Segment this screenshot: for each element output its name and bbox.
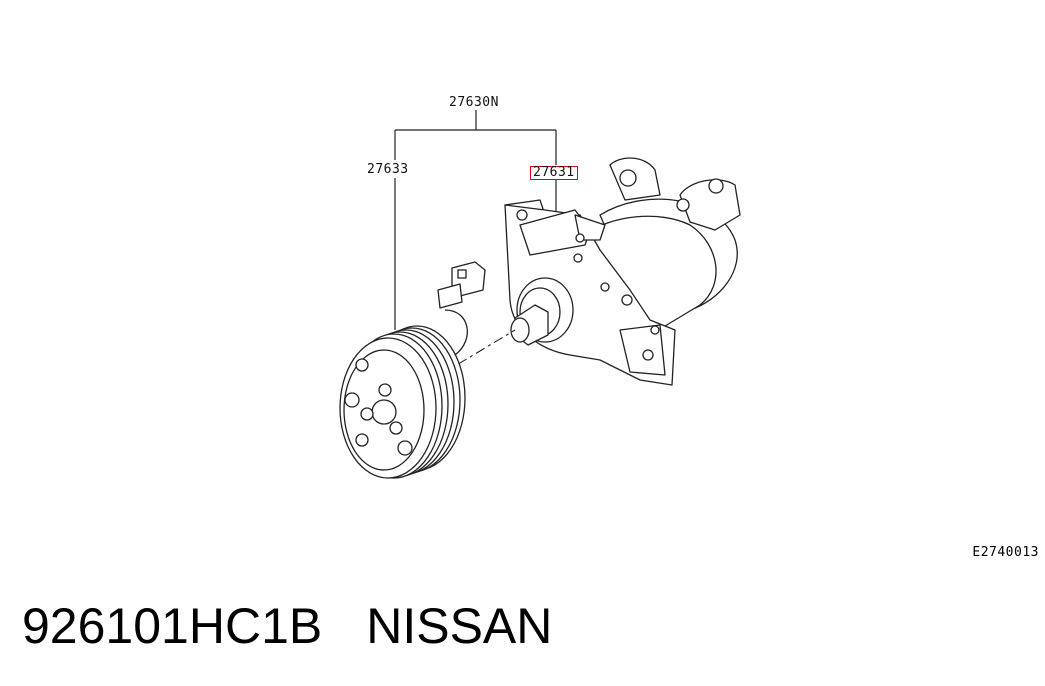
callout-compressor-highlighted[interactable]: 27631 [530,166,578,180]
compressor-illustration [504,157,741,386]
part-number: 926101HC1B [22,598,323,654]
parts-diagram [339,110,741,479]
clutch-pulley-illustration [339,325,466,479]
leader-lines [394,110,557,330]
callout-assembly[interactable]: 27630N [449,95,499,110]
diagram-reference-code: E2740013 [972,545,1039,560]
part-brand: NISSAN [366,598,553,654]
part-caption: 926101HC1B NISSAN [22,596,552,656]
callout-clutch[interactable]: 27633 [367,162,409,177]
